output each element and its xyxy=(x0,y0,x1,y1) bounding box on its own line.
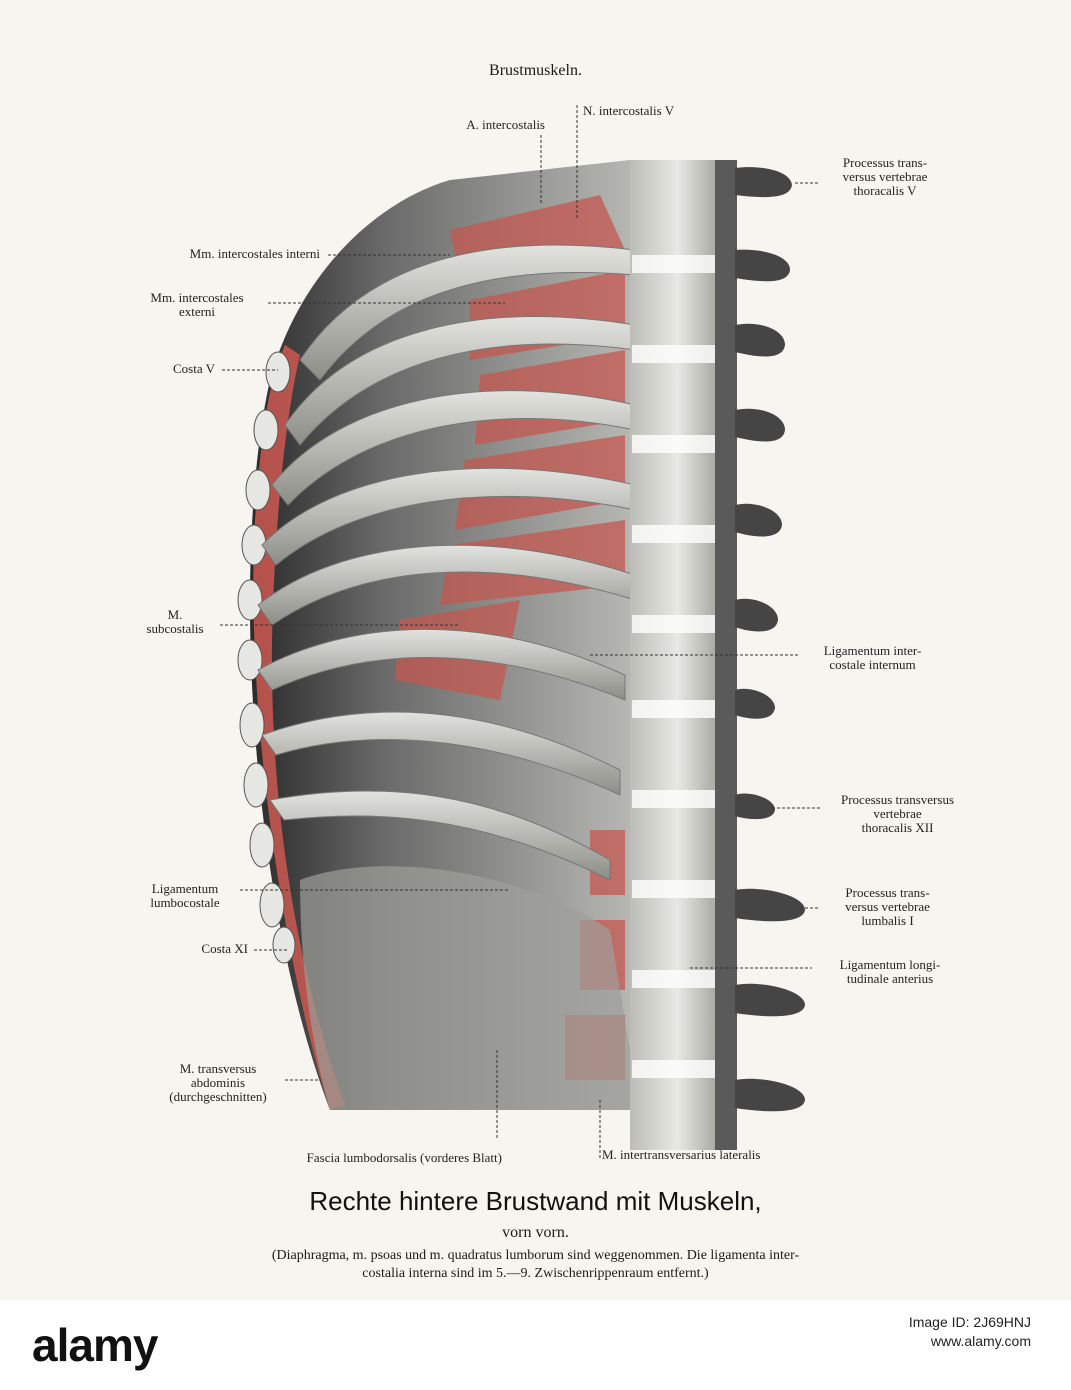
label-costa-xi: Costa XI xyxy=(201,941,248,956)
label-ligamentum-longitudinale-anterius: Ligamentum longi- tudinale anterius xyxy=(839,957,941,986)
intervertebral-discs xyxy=(632,255,722,1078)
label-mm-intercostales-externi: Mm. intercostales externi xyxy=(150,290,244,319)
label-processus-transversus-lumbalis: Processus trans- versus vertebrae lumbal… xyxy=(845,885,930,928)
rib-cross-sections xyxy=(237,351,296,964)
transverse-processes xyxy=(735,167,805,1112)
label-fascia-lumbodorsalis: Fascia lumbodorsalis (vorderes Blatt) xyxy=(306,1150,502,1165)
anatomy-illustration xyxy=(220,105,820,1160)
ribs xyxy=(257,244,636,881)
label-n-intercostalis: N. intercostalis V xyxy=(583,103,675,118)
label-processus-transversus-xii: Processus transversus vertebrae thoracal… xyxy=(840,792,954,835)
label-m-subcostalis: M. subcostalis xyxy=(146,607,204,636)
logo-bold: alamy xyxy=(32,1319,158,1371)
page-header: Brustmuskeln. xyxy=(489,62,582,79)
alamy-logo[interactable]: alamy xyxy=(32,1318,158,1372)
footer-band xyxy=(0,1300,1071,1390)
fascia-lumbodorsalis xyxy=(300,866,640,1110)
caption-note: (Diaphragma, m. psoas und m. quadratus l… xyxy=(0,1247,1071,1283)
caption-title: Rechte hintere Brustwand mit Muskeln, xyxy=(309,1186,762,1216)
label-ligamentum-intercostale-internum: Ligamentum inter- costale internum xyxy=(823,643,922,672)
label-costa-v: Costa V xyxy=(172,361,215,376)
caption-note-line1: (Diaphragma, m. psoas und m. quadratus l… xyxy=(271,1248,800,1263)
caption-subtitle: vorn vorn. xyxy=(502,1224,569,1241)
caption-note-line2: costalia interna sind im 5.—9. Zwischenr… xyxy=(362,1266,709,1281)
label-processus-transversus-v: Processus trans- versus vertebrae thorac… xyxy=(842,155,928,198)
footer-image-id: Image ID: 2J69HNJ www.alamy.com xyxy=(909,1313,1031,1351)
leader-lines xyxy=(220,105,820,1160)
label-a-intercostalis: A. intercostalis xyxy=(466,117,545,132)
label-m-transversus-abdominis: M. transversus abdominis (durchgeschnitt… xyxy=(169,1061,267,1104)
label-mm-intercostales-interni: Mm. intercostales interni xyxy=(189,246,320,261)
label-ligamentum-lumbocostale: Ligamentum lumbocostale xyxy=(150,881,220,910)
image-id-line1: Image ID: 2J69HNJ xyxy=(908,1314,1031,1330)
image-id-line2: www.alamy.com xyxy=(930,1333,1031,1349)
label-m-intertransversarius: M. intertransversarius lateralis xyxy=(602,1147,761,1162)
